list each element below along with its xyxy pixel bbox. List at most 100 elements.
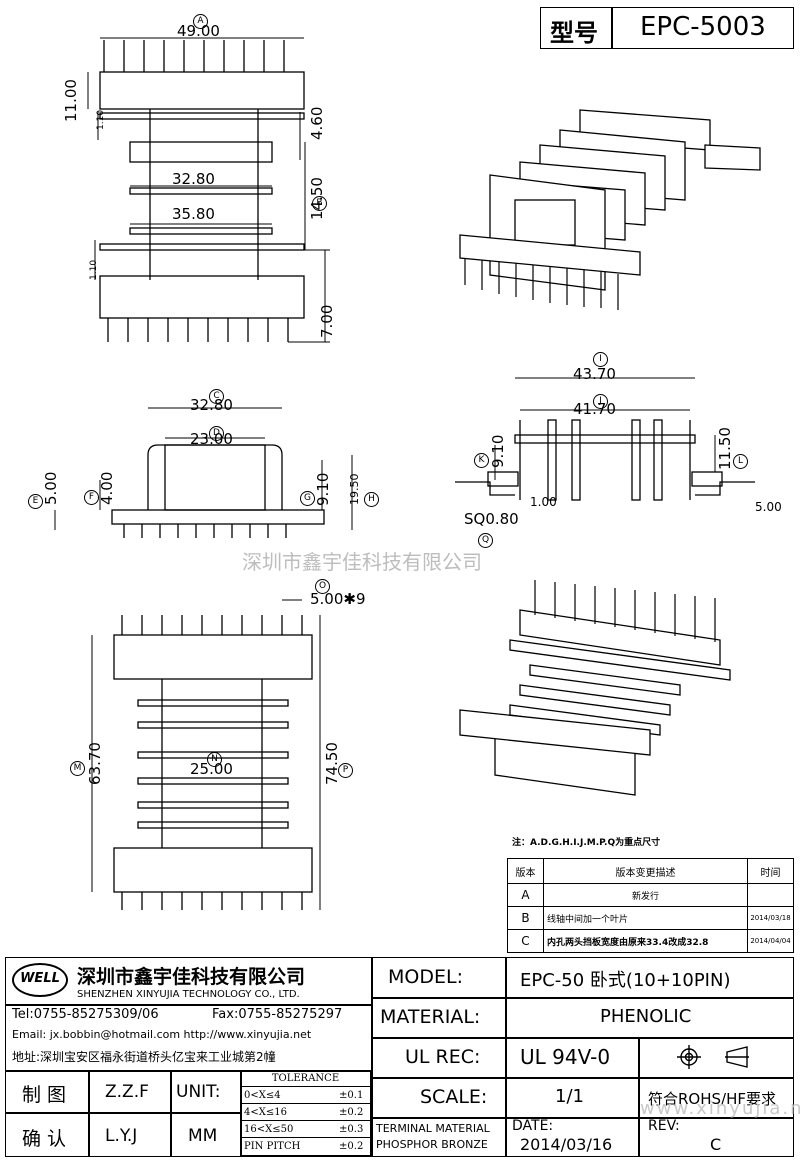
tolerance-value: ±0.2 bbox=[332, 1137, 372, 1156]
divider bbox=[88, 1070, 90, 1157]
divider bbox=[170, 1070, 172, 1157]
projection-symbol-icon bbox=[677, 1045, 749, 1069]
header-model-value: EPC-5003 bbox=[640, 12, 766, 42]
divider bbox=[5, 1070, 371, 1072]
divider bbox=[371, 997, 794, 999]
dim-3280b-label: 32.80 bbox=[190, 396, 233, 414]
rev-row-ver: A bbox=[507, 883, 544, 907]
drawn-label: 制 图 bbox=[22, 1084, 67, 1106]
marker-g: G bbox=[300, 485, 315, 506]
dim-910a-label: 9.10 bbox=[314, 472, 332, 506]
scale-label: SCALE: bbox=[420, 1086, 488, 1108]
drawing-bottom-view bbox=[91, 599, 321, 910]
header-model-box bbox=[540, 7, 794, 49]
company-fax: Fax:0755-85275297 bbox=[212, 1007, 343, 1022]
dim-3280a-label: 32.80 bbox=[172, 170, 215, 188]
revision-table: 版本 版本变更描述 时间 A 新发行 B 线轴中间加一个叶片 2014/03/1… bbox=[507, 858, 794, 953]
dim-500-label: 5.00 bbox=[42, 471, 60, 505]
tolerance-value: ±0.3 bbox=[332, 1120, 372, 1138]
divider bbox=[371, 1037, 794, 1039]
marker-m: M bbox=[70, 755, 85, 776]
marker-o: O bbox=[315, 573, 330, 594]
bottom-pins bbox=[107, 318, 289, 342]
dim-sq-label: SQ0.80 bbox=[464, 510, 519, 528]
divider bbox=[505, 957, 507, 1157]
unit-value: MM bbox=[188, 1126, 218, 1146]
drawn-value: Z.Z.F bbox=[105, 1082, 149, 1102]
divider bbox=[371, 957, 373, 1157]
rev-row-date bbox=[747, 883, 794, 907]
rev-row-desc: 内孔两头挡板宽度由原来33.4改成32.8 bbox=[543, 929, 748, 953]
rev-value: C bbox=[710, 1135, 722, 1154]
marker-f: F bbox=[84, 484, 99, 505]
marker-a: A bbox=[193, 8, 208, 29]
dim-11-label: 11.00 bbox=[62, 79, 80, 122]
dim-500b-label: 5.00 bbox=[755, 500, 782, 514]
rev-row-desc: 新发行 bbox=[543, 883, 748, 907]
marker-q: Q bbox=[478, 527, 493, 548]
terminal-value: PHOSPHOR BRONZE bbox=[376, 1138, 488, 1151]
rev-row-ver: B bbox=[507, 906, 544, 930]
dim-2500-label: 25.00 bbox=[190, 760, 233, 778]
drawing-side-view bbox=[87, 37, 330, 343]
tolerance-value: ±0.2 bbox=[332, 1103, 372, 1121]
divider bbox=[638, 1037, 640, 1157]
material-label: MATERIAL: bbox=[380, 1006, 481, 1028]
marker-n: N bbox=[207, 746, 222, 767]
marker-c: C bbox=[209, 383, 224, 404]
dim-700-label: 7.00 bbox=[318, 304, 336, 338]
dim-4170-label: 41.70 bbox=[573, 400, 616, 418]
drawing-exploded-iso bbox=[459, 580, 731, 796]
dim-400-label: 4.00 bbox=[98, 471, 116, 505]
marker-i: I bbox=[593, 346, 608, 367]
header-model-label: 型号 bbox=[550, 19, 598, 47]
rev-row-desc: 线轴中间加一个叶片 bbox=[543, 906, 748, 930]
tolerance-range: 0<X≤4 bbox=[240, 1086, 333, 1104]
drawing-side-right bbox=[455, 377, 755, 501]
divider bbox=[5, 1112, 240, 1114]
title-block bbox=[5, 957, 794, 1157]
divider bbox=[5, 1004, 371, 1006]
rev-header-date: 时间 bbox=[747, 858, 794, 884]
dim-910b-label: 9.10 bbox=[489, 434, 507, 468]
tolerance-header: TOLERANCE bbox=[240, 1070, 371, 1087]
dim-2300-label: 23.00 bbox=[190, 430, 233, 448]
material-value: PHENOLIC bbox=[600, 1006, 692, 1027]
ulrec-label: UL REC: bbox=[405, 1046, 481, 1068]
company-name-en: SHENZHEN XINYUJIA TECHNOLOGY CO., LTD. bbox=[77, 989, 300, 1000]
dim-1150-label: 11.50 bbox=[716, 427, 734, 470]
top-pins bbox=[103, 40, 285, 72]
dim-110a-label: 1.10 bbox=[96, 109, 106, 130]
dim-460-label: 4.60 bbox=[308, 106, 326, 140]
tolerance-range: 16<X≤50 bbox=[240, 1120, 333, 1138]
header-divider bbox=[611, 7, 613, 49]
rev-label: REV: bbox=[648, 1118, 680, 1134]
dim-4370-label: 43.70 bbox=[573, 365, 616, 383]
dim-100-label: 1.00 bbox=[530, 495, 557, 509]
dim-a-label: 49.00 bbox=[177, 22, 220, 40]
company-email: Email: jx.bobbin@hotmail.com http://www.… bbox=[12, 1028, 312, 1041]
tolerance-value: ±0.1 bbox=[332, 1086, 372, 1104]
date-value: 2014/03/16 bbox=[520, 1135, 613, 1154]
rev-row-ver: C bbox=[507, 929, 544, 953]
marker-p: P bbox=[338, 757, 353, 778]
company-logo: WELL bbox=[12, 963, 68, 997]
marker-h: H bbox=[364, 486, 379, 507]
rev-header-desc: 版本变更描述 bbox=[543, 858, 748, 884]
marker-e: E bbox=[28, 488, 43, 509]
model-value: EPC-50 卧式(10+10PIN) bbox=[520, 970, 731, 991]
scale-value: 1/1 bbox=[555, 1086, 584, 1107]
company-tel: Tel:0755-85275309/06 bbox=[12, 1007, 159, 1022]
marker-d: D bbox=[209, 420, 224, 441]
footer-watermark: www.xinyujia.net bbox=[640, 1098, 800, 1119]
rohs-label: 符合ROHS/HF要求 bbox=[648, 1090, 776, 1108]
tolerance-table: TOLERANCE 0<X≤4±0.1 4<X≤16±0.2 16<X≤50±0… bbox=[240, 1070, 372, 1156]
key-dims-note: 注：A.D.G.H.I.J.M.P.Q为重点尺寸 bbox=[512, 838, 661, 848]
divider bbox=[371, 1117, 794, 1119]
rev-header-ver: 版本 bbox=[507, 858, 544, 884]
check-label: 确 认 bbox=[22, 1128, 67, 1150]
company-name-cn: 深圳市鑫宇佳科技有限公司 bbox=[77, 966, 306, 988]
rev-row-date: 2014/03/18 bbox=[747, 906, 794, 930]
rev-row-date: 2014/04/04 bbox=[747, 929, 794, 953]
terminal-label: TERMINAL MATERIAL bbox=[376, 1122, 490, 1135]
